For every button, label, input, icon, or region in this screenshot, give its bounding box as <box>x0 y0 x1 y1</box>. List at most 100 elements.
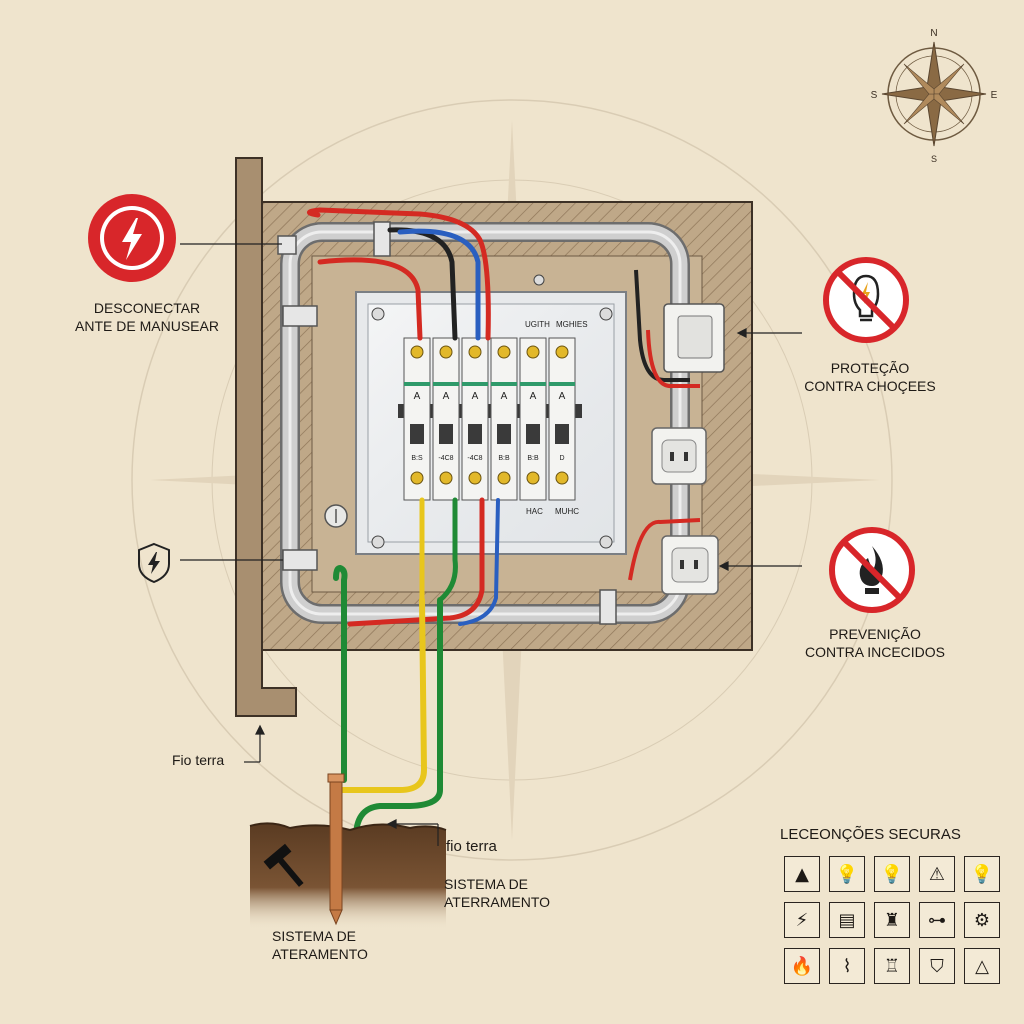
no-fire-icon <box>829 527 915 613</box>
breaker-lever <box>468 424 482 444</box>
lightning-icon: ⚡ <box>784 902 820 938</box>
grounding-right-line2: ATERRAMENTO <box>444 893 551 910</box>
panel-screws <box>371 274 613 549</box>
grounding-right-line1: SISTEMA DE <box>444 876 529 892</box>
input-wires <box>307 207 491 341</box>
terminal-screw <box>555 345 569 359</box>
light-switch <box>634 269 725 388</box>
panel-tag-top-left: UGITH <box>525 320 550 329</box>
breaker-bottom-label: D <box>559 455 564 462</box>
fire-label-line1: PREVENIÇÃO <box>829 626 921 642</box>
breaker-stripe <box>491 382 517 386</box>
grounding-right-label: SISTEMA DE ATERRAMENTO <box>444 876 564 911</box>
protection-label-line1: PROTEÇÃO <box>830 360 910 376</box>
fio-terra-right-label: fio terra <box>446 838 497 855</box>
breaker-top-label: A <box>472 391 479 402</box>
fire-icon: 🔥 <box>784 948 820 984</box>
hydrant-icon: ♜ <box>874 902 910 938</box>
bulb-icon: 💡 <box>829 856 865 892</box>
terminal-screw <box>468 345 482 359</box>
breaker-stripe <box>462 382 488 386</box>
breaker-stripe <box>433 382 459 386</box>
protection-label-line2: CONTRA CHOÇEES <box>804 377 936 394</box>
terminal-screw <box>497 345 511 359</box>
breaker-lever <box>555 424 569 444</box>
panel-tag-bottom-right: MUHC <box>555 507 579 516</box>
disconnect-label-line2: ANTE DE MANUSEAR <box>75 317 219 334</box>
warning-sign-icon: ⚠ <box>919 856 955 892</box>
terminal-screw <box>439 471 453 485</box>
soil-block <box>250 823 446 930</box>
breaker-lever <box>497 424 511 444</box>
breaker-bottom-label: B:S <box>411 455 423 462</box>
breaker-top-label: A <box>530 391 537 402</box>
outlet-lower <box>628 518 719 595</box>
breaker-bottom-label: -4C8 <box>438 455 453 462</box>
shield-icon: ⛉ <box>919 948 955 984</box>
outlet-middle <box>651 427 707 485</box>
ground-rod <box>327 773 345 926</box>
breaker-stripe <box>520 382 546 386</box>
circuit-breaker: A B:S <box>403 337 431 501</box>
high-voltage-warning-icon <box>88 194 176 282</box>
fire-label: PREVENIÇÃO CONTRA INCECIDOS <box>790 626 960 661</box>
output-wires <box>347 497 500 627</box>
shield-lightning-icon <box>138 542 170 584</box>
hazard-icon: △ <box>964 948 1000 984</box>
warning-triangle-icon: ▲ <box>784 856 820 892</box>
breaker-lever <box>439 424 453 444</box>
hammer-icon <box>263 843 304 887</box>
connector-icon: ⊶ <box>919 902 955 938</box>
fio-terra-left-label: Fio terra <box>172 752 225 768</box>
wall-post <box>235 157 297 717</box>
circuit-breaker: A -4C8 <box>461 337 489 501</box>
grounding-bottom-line2: ATERAMENTO <box>272 945 368 962</box>
breaker-top-label: A <box>414 391 421 402</box>
panel-tag-bottom-left: HAC <box>526 507 543 516</box>
panel-tag-top-right: MGHIES <box>556 320 588 329</box>
breaker-bottom-label: B:B <box>527 455 539 462</box>
terminal-icon: ♖ <box>874 948 910 984</box>
circuit-breaker: AD <box>548 337 576 501</box>
terminal-screw <box>497 471 511 485</box>
compass-w: S <box>871 90 878 101</box>
grounding-bottom-label: SISTEMA DE ATERAMENTO <box>272 928 392 963</box>
legend-icon-grid: ▲💡💡⚠💡⚡▤♜⊶⚙🔥⌇♖⛉△ <box>784 856 1000 984</box>
compass-s: S <box>931 154 937 164</box>
circuit-breaker: A -4C8 <box>432 337 460 501</box>
breaker-top-label: A <box>443 391 450 402</box>
ground-wires <box>333 564 443 843</box>
fire-label-line2: CONTRA INCECIDOS <box>804 643 945 660</box>
terminal-screw <box>410 345 424 359</box>
equipment-icon: ⚙ <box>964 902 1000 938</box>
terminal-screw <box>526 471 540 485</box>
compass-rose: N S E S <box>871 28 998 164</box>
protection-label: PROTEÇÃO CONTRA CHOÇEES <box>790 360 950 395</box>
panel-icon: ▤ <box>829 902 865 938</box>
grounding-bottom-line1: SISTEMA DE <box>272 928 357 944</box>
compass-e: E <box>991 90 998 101</box>
breaker-lever <box>410 424 424 444</box>
terminal-screw <box>439 345 453 359</box>
disconnect-label: DESCONECTAR ANTE DE MANUSEAR <box>62 300 232 335</box>
bulb-icon: 💡 <box>964 856 1000 892</box>
legend-title: LECEONÇÕES SECURAS <box>780 826 961 843</box>
breaker-bottom-label: B:B <box>498 455 510 462</box>
terminal-screw <box>526 345 540 359</box>
breaker-bottom-label: -4C8 <box>467 455 482 462</box>
terminal-screw <box>410 471 424 485</box>
breaker-body <box>548 337 576 501</box>
no-bulb-icon <box>823 257 909 343</box>
breaker-stripe <box>404 382 430 386</box>
compass-n: N <box>930 28 937 39</box>
disconnect-label-line1: DESCONECTAR <box>93 300 201 316</box>
bulb-icon: 💡 <box>874 856 910 892</box>
terminal-screw <box>555 471 569 485</box>
circuit-breaker: A B:B <box>490 337 518 501</box>
breaker-top-label: A <box>501 391 508 402</box>
breaker-top-label: A <box>559 391 566 402</box>
circuit-breaker: A B:B <box>519 337 547 501</box>
